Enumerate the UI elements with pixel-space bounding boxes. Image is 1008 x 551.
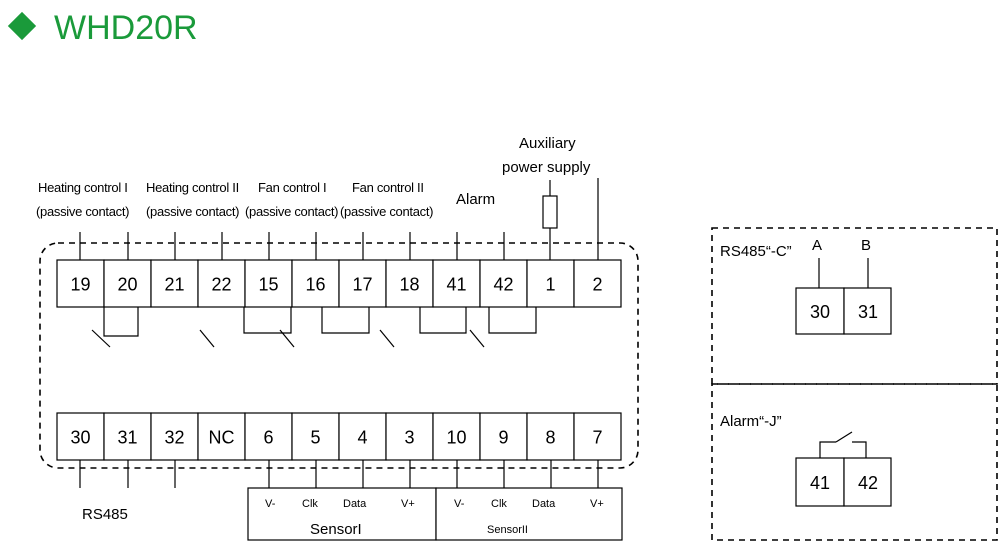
option-c-panel (711, 227, 998, 385)
aux-power-label-line1: Auxiliary (519, 135, 576, 152)
top_row-terminal-label: 16 (305, 275, 325, 295)
bottom_row-terminal-label: 7 (592, 428, 602, 448)
heating-control-2-label: Heating control II (146, 180, 239, 195)
top_row-terminal-label: 41 (446, 275, 466, 295)
controller-outline (39, 242, 639, 469)
fuse-icon (542, 195, 558, 229)
bottom_row-terminal-label: 4 (357, 428, 367, 448)
top_row-terminal-label: 20 (117, 275, 137, 295)
sensor1-box (247, 487, 437, 541)
option-j-terminal-42-label: 42 (858, 473, 878, 493)
sensor1-pin-vminus: V- (265, 498, 276, 510)
bottom_row-terminal-label: 5 (310, 428, 320, 448)
option-j-terminal-41 (795, 457, 845, 507)
aux-power-label-line2: power supply (502, 159, 591, 176)
bottom-wires (79, 460, 599, 488)
heating-control-1-label: Heating control I (38, 180, 128, 195)
sensor2-name: SensorII (487, 524, 528, 536)
sensor2-pin-data: Data (532, 498, 556, 510)
page-title: WHD20R (54, 9, 198, 47)
top-wires (79, 232, 505, 260)
bottom_row-terminal-label: 30 (70, 428, 90, 448)
option-j-terminal-42 (843, 457, 892, 507)
option-c-terminal-31 (843, 287, 892, 335)
sensor2-pin-vminus: V- (454, 498, 465, 510)
alarm-label: Alarm (456, 191, 495, 208)
sensor2-pin-vplus: V+ (590, 498, 604, 510)
option-c-terminal-31-label: 31 (858, 302, 878, 322)
bottom_row-terminal-box (150, 412, 199, 461)
bottom_row-terminal-label: NC (209, 428, 235, 448)
bottom_row-terminal-box (197, 412, 246, 461)
bottom_row-terminal-label: 10 (446, 428, 466, 448)
bottom_row-terminal-label: 32 (164, 428, 184, 448)
option-c-label: RS485“-C” (720, 243, 792, 260)
rs485-label: RS485 (82, 506, 128, 523)
option-j-terminal-41-label: 41 (810, 473, 830, 493)
fan-control-2-note: (passive contact) (340, 204, 433, 219)
top_row-terminal-box (432, 259, 481, 308)
top_row-terminal-label: 1 (545, 275, 555, 295)
top-terminal-row: 19 20 21 22 15 16 17 18 41 42 1 2 (56, 259, 622, 308)
alarm-relay-contact-icon (819, 431, 867, 458)
diamond-bullet-icon (7, 11, 37, 41)
top_row-terminal-label: 19 (70, 275, 90, 295)
fan-control-1-note: (passive contact) (245, 204, 338, 219)
top_row-terminal-box (56, 259, 105, 308)
heating-control-1-note: (passive contact) (36, 204, 129, 219)
sensor1-pin-data: Data (343, 498, 367, 510)
bottom_row-terminal-box (432, 412, 481, 461)
option-c-terminal-30-label: 30 (810, 302, 830, 322)
top_row-terminal-label: 2 (592, 275, 602, 295)
top_row-terminal-label: 17 (352, 275, 372, 295)
bottom_row-terminal-label: 6 (263, 428, 273, 448)
top_row-terminal-label: 21 (164, 275, 184, 295)
top_row-terminal-label: 22 (211, 275, 231, 295)
option-j-label: Alarm“-J” (720, 413, 782, 430)
option-c-terminal-b-label: B (861, 237, 871, 254)
option-j-panel (711, 383, 998, 541)
bottom_row-terminal-box (479, 412, 528, 461)
bottom_row-terminal-label: 3 (404, 428, 414, 448)
sensor2-box (435, 487, 623, 541)
bottom_row-terminal-label: 8 (545, 428, 555, 448)
top_row-terminal-box (526, 259, 575, 308)
sensor1-name: SensorI (310, 521, 362, 538)
top_row-terminal-box (338, 259, 387, 308)
bottom_row-terminal-label: 9 (498, 428, 508, 448)
top_row-terminal-box (244, 259, 293, 308)
fan-control-1-label: Fan control I (258, 180, 326, 195)
bottom_row-terminal-label: 31 (117, 428, 137, 448)
top_row-terminal-box (150, 259, 199, 308)
relay-contact-icons (91, 307, 537, 348)
fan-control-2-label: Fan control II (352, 180, 424, 195)
bottom_row-terminal-box (573, 412, 622, 461)
sensor1-pin-clk: Clk (302, 498, 318, 510)
sensor1-pin-vplus: V+ (401, 498, 415, 510)
top_row-terminal-label: 42 (493, 275, 513, 295)
option-c-terminal-30 (795, 287, 845, 335)
top_row-terminal-label: 15 (258, 275, 278, 295)
top_row-terminal-label: 18 (399, 275, 419, 295)
bottom-terminal-row: 30 31 32 NC 6 5 4 3 10 9 8 7 (56, 412, 622, 461)
heating-control-2-note: (passive contact) (146, 204, 239, 219)
sensor2-pin-clk: Clk (491, 498, 507, 510)
option-c-terminal-a-label: A (812, 237, 822, 254)
top_row-terminal-box (573, 259, 622, 308)
